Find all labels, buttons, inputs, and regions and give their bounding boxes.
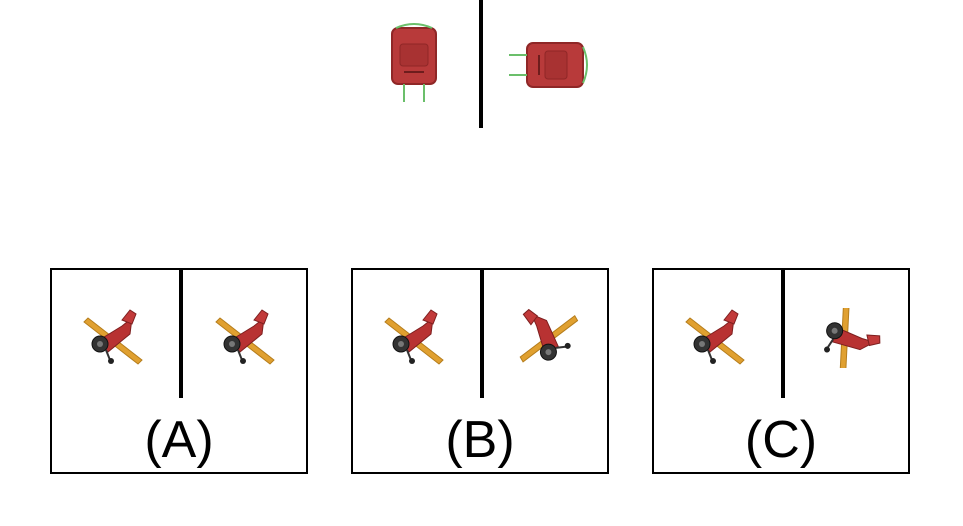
option-a-left-plane-icon — [78, 308, 148, 368]
option-c-label: (C) — [744, 411, 818, 469]
option-c-divider — [781, 270, 785, 398]
example-right-backpack-icon — [505, 40, 589, 90]
option-b-panel[interactable]: (B) — [351, 268, 609, 474]
option-c-left-plane-icon — [680, 308, 750, 368]
option-a-panel[interactable]: (A) — [50, 268, 308, 474]
option-a-right-plane-icon — [210, 308, 280, 368]
option-b-divider — [480, 270, 484, 398]
option-b-left-plane-icon — [379, 308, 449, 368]
example-divider — [479, 0, 483, 128]
option-a-label: (A) — [144, 411, 214, 469]
option-b-right-plane-icon — [510, 301, 581, 374]
example-left-backpack-icon — [384, 22, 444, 106]
option-c-right-plane-icon — [808, 297, 888, 378]
option-c-panel[interactable]: (C) — [652, 268, 910, 474]
option-a-divider — [179, 270, 183, 398]
option-b-label: (B) — [445, 411, 515, 469]
